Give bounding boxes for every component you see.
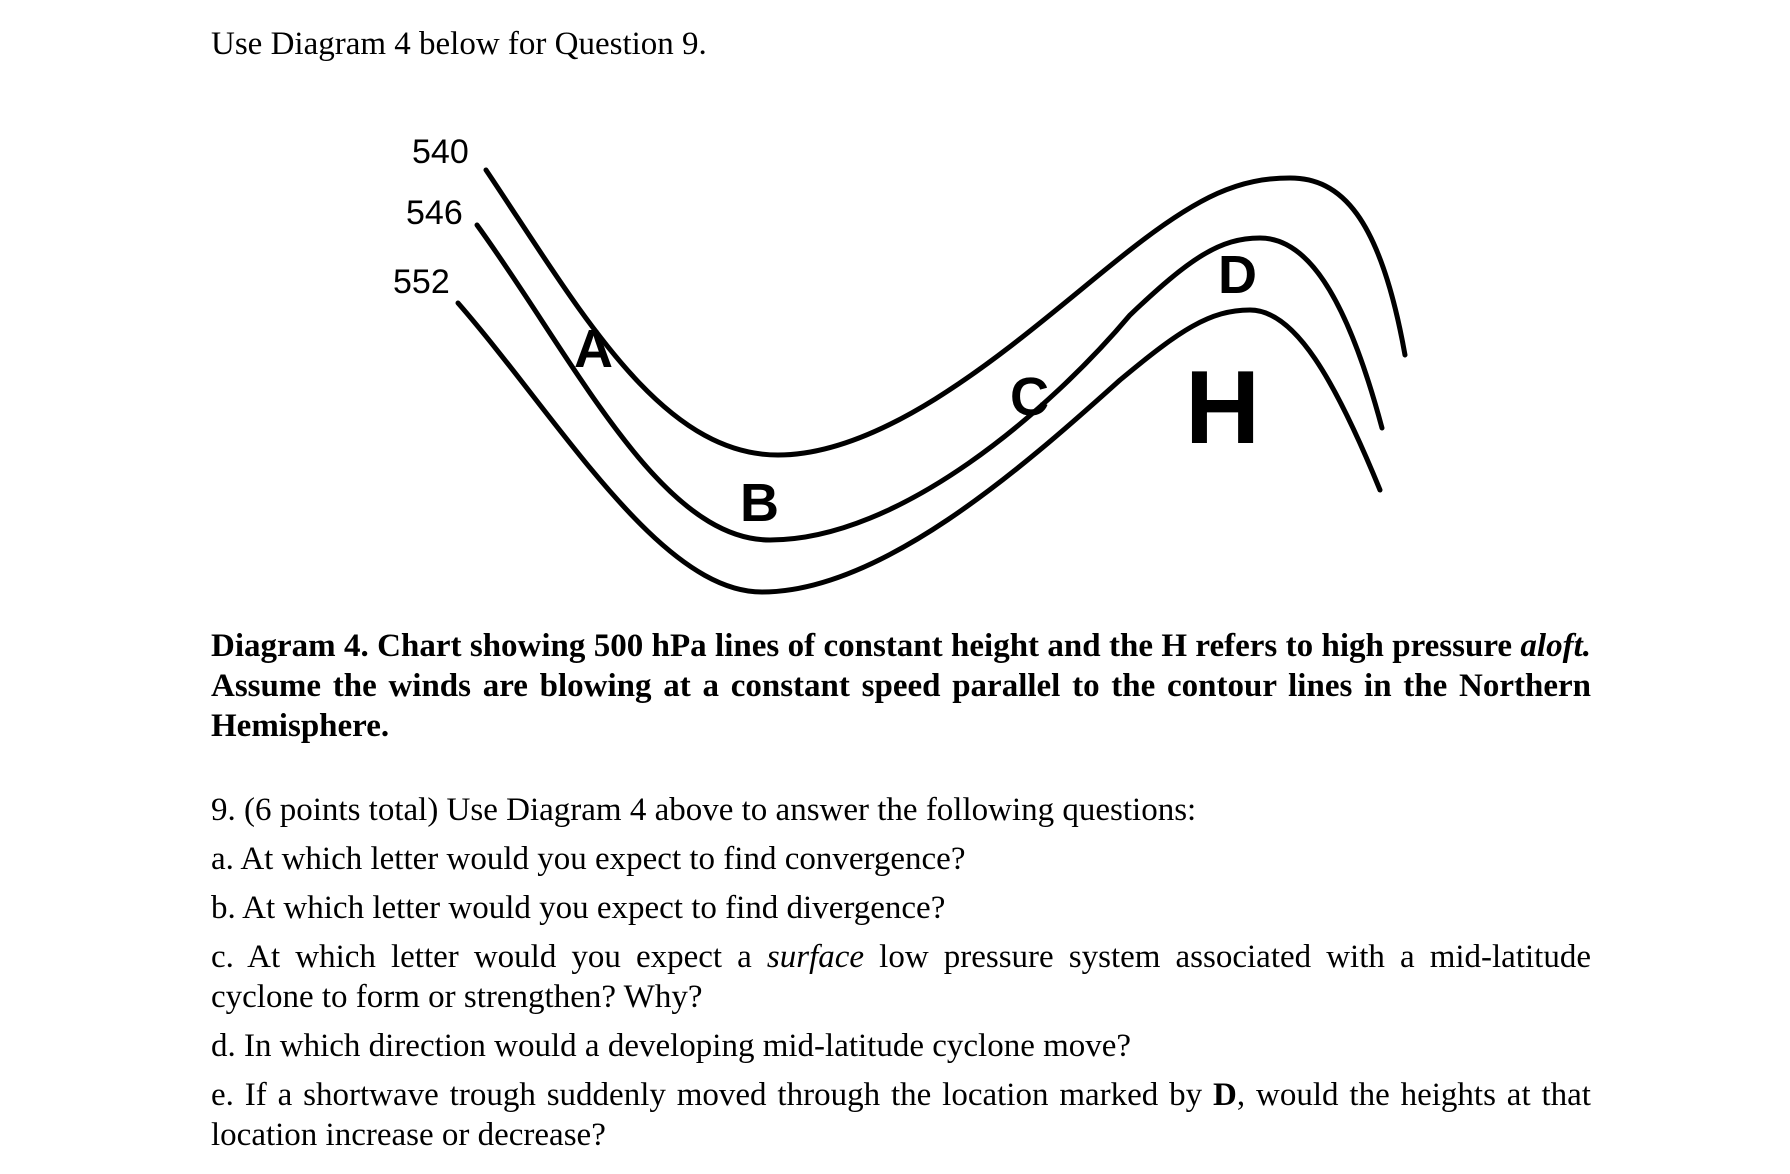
question-d: d. In which direction would a developing…	[211, 1028, 1132, 1064]
question-b: b. At which letter would you expect to f…	[211, 890, 946, 926]
question-c-italic-surface: surface	[766, 939, 865, 975]
point-label-d: D	[1218, 245, 1257, 305]
question-c-text-after: low pressure system associated with a mi…	[211, 939, 1591, 1015]
caption-text-part1: Diagram 4. Chart showing 500 hPa lines o…	[211, 628, 1521, 664]
question-e: e. If a shortwave trough suddenly moved …	[211, 1075, 1591, 1155]
question-a: a. At which letter would you expect to f…	[211, 841, 966, 877]
contour-line-540	[483, 167, 1408, 458]
high-pressure-label: H	[1185, 350, 1260, 466]
question-9: 9. (6 points total) Use Diagram 4 above …	[211, 790, 1591, 1164]
intro-text: Use Diagram 4 below for Question 9.	[211, 26, 707, 62]
caption-text-part2: Assume the winds are blowing at a consta…	[211, 668, 1591, 744]
question-e-text-after: , would the heights at that location inc…	[211, 1077, 1591, 1153]
caption-italic-aloft: aloft.	[1520, 628, 1591, 664]
question-stem: 9. (6 points total) Use Diagram 4 above …	[211, 792, 1197, 828]
contour-label-546: 546	[406, 194, 463, 232]
contour-line-552	[455, 300, 1383, 595]
contour-line-546	[474, 222, 1385, 543]
question-e-text-before: e. If a shortwave trough suddenly moved …	[211, 1077, 1214, 1113]
question-c-text-before: c. At which letter would you expect a	[211, 939, 767, 975]
point-label-c: C	[1010, 367, 1049, 427]
contour-label-552: 552	[393, 263, 450, 301]
contour-label-540: 540	[412, 133, 469, 171]
diagram-caption: Diagram 4. Chart showing 500 hPa lines o…	[211, 626, 1591, 746]
diagram-4: 540 546 552 A B C D H	[393, 133, 1408, 595]
question-c: c. At which letter would you expect a su…	[211, 937, 1591, 1017]
point-label-b: B	[740, 473, 779, 533]
question-e-bold-d: D	[1213, 1077, 1237, 1113]
point-label-a: A	[574, 319, 613, 379]
